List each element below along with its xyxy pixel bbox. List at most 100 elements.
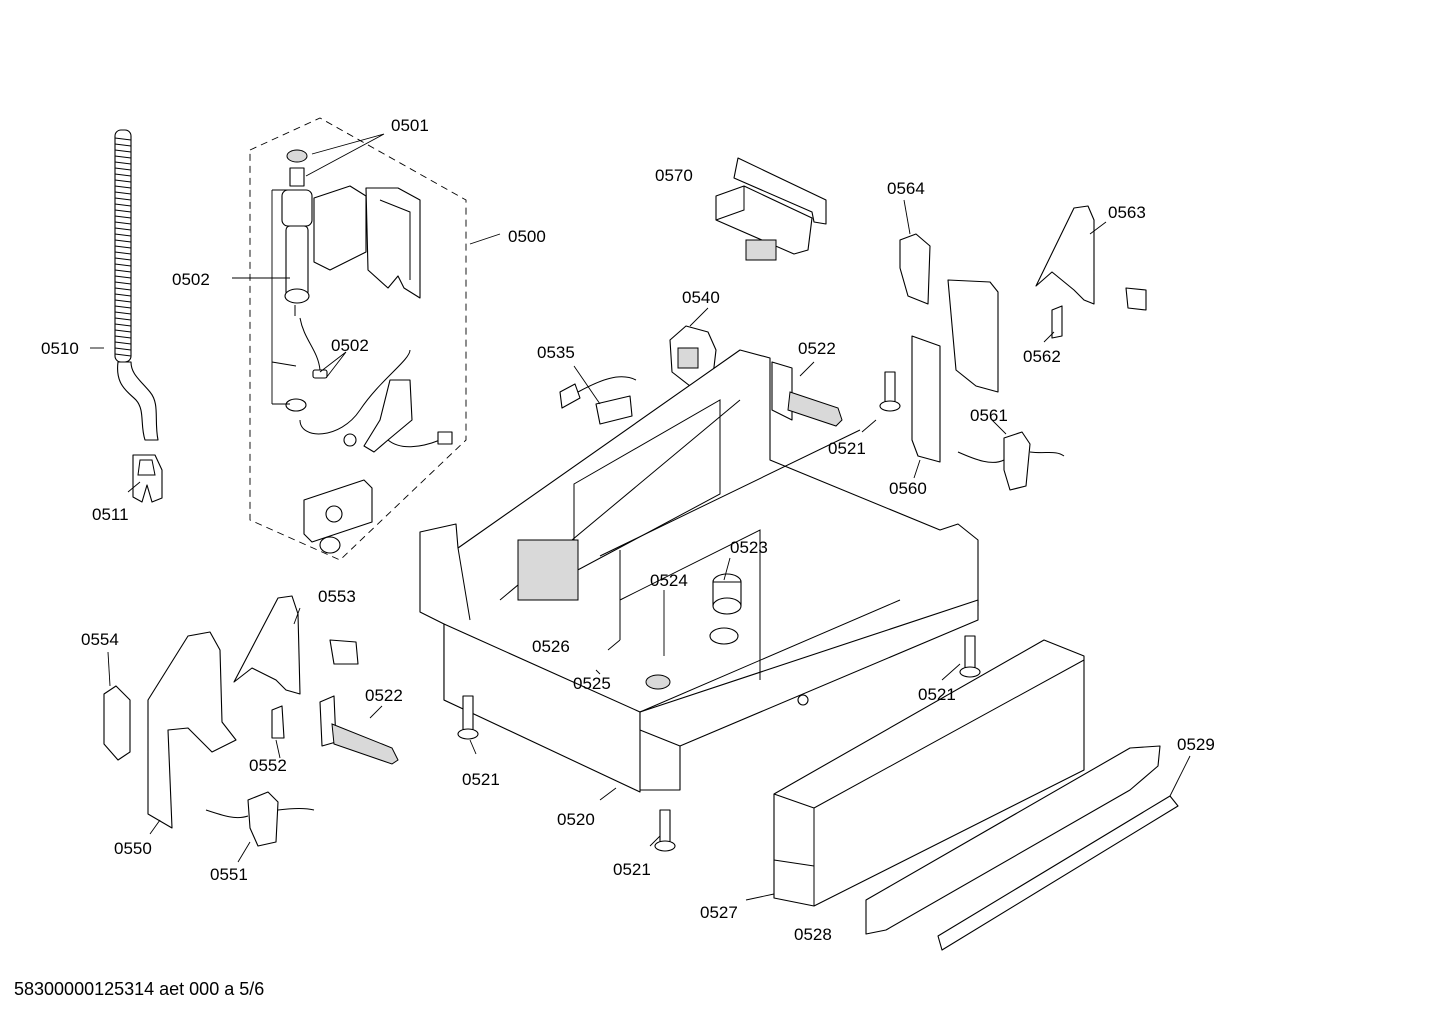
part-0564-clip bbox=[899, 233, 931, 305]
hose-ring bbox=[114, 293, 132, 297]
label-0564: 0564 bbox=[887, 179, 925, 198]
label-0552: 0552 bbox=[249, 756, 287, 775]
label-0527: 0527 bbox=[700, 903, 738, 922]
part-0520-base bbox=[419, 349, 979, 793]
label-0553: 0553 bbox=[318, 587, 356, 606]
hose-ring bbox=[114, 221, 132, 225]
label-0529: 0529 bbox=[1177, 735, 1215, 754]
label-0500: 0500 bbox=[508, 227, 546, 246]
hose-ring bbox=[114, 167, 132, 171]
part-0553-bracket bbox=[233, 595, 359, 695]
assembly-0500-boundary bbox=[249, 117, 467, 561]
part-0561-sensor bbox=[957, 431, 1065, 491]
hose-ring bbox=[114, 251, 132, 255]
hose-ring bbox=[114, 275, 132, 279]
label-0521-right: 0521 bbox=[918, 685, 956, 704]
hose-ring bbox=[114, 341, 132, 345]
hose-ring bbox=[114, 299, 132, 303]
part-0554-cover bbox=[103, 685, 131, 761]
hose-ring bbox=[114, 209, 132, 213]
part-0522-spring-left bbox=[319, 695, 399, 765]
label-0528: 0528 bbox=[794, 925, 832, 944]
part-0527-panel bbox=[773, 639, 1085, 907]
label-0551: 0551 bbox=[210, 865, 248, 884]
label-0524: 0524 bbox=[650, 571, 688, 590]
part-0501-valve bbox=[281, 149, 313, 316]
hose-ring bbox=[114, 137, 132, 141]
label-0562: 0562 bbox=[1023, 347, 1061, 366]
part-0511-clip bbox=[132, 454, 163, 503]
hose-ring bbox=[114, 179, 132, 183]
label-0502: 0502 bbox=[172, 270, 210, 289]
part-0540-pump bbox=[669, 325, 717, 387]
part-0502-wires bbox=[285, 317, 411, 435]
hose-ring bbox=[114, 311, 132, 315]
leader-lines bbox=[90, 133, 1191, 901]
label-0560: 0560 bbox=[889, 479, 927, 498]
part-0550-bracket bbox=[147, 631, 237, 829]
hose-ring bbox=[114, 143, 132, 147]
hose-ring bbox=[114, 305, 132, 309]
hose-ring bbox=[114, 329, 132, 333]
hose-ring bbox=[114, 281, 132, 285]
part-0535-sensor bbox=[559, 376, 637, 425]
part-0522-spring-right bbox=[771, 361, 843, 427]
hose-ring bbox=[114, 197, 132, 201]
label-0521-bottom: 0521 bbox=[613, 860, 651, 879]
part-0521-feet bbox=[457, 371, 981, 852]
part-0500-housing bbox=[313, 185, 421, 299]
label-0522-right: 0522 bbox=[798, 339, 836, 358]
part-0570-module bbox=[715, 157, 827, 261]
hose-ring bbox=[114, 185, 132, 189]
drawing-code: 58300000125314 aet 000 a 5/6 bbox=[14, 979, 265, 999]
part-0563-bracket bbox=[1035, 205, 1147, 311]
hose-ring bbox=[114, 263, 132, 267]
hose-ring bbox=[114, 215, 132, 219]
hose-ring bbox=[114, 353, 132, 357]
part-0500-bracket bbox=[303, 479, 373, 554]
hose-ring bbox=[114, 257, 132, 261]
hose-ring bbox=[114, 245, 132, 249]
hose-ring bbox=[114, 269, 132, 273]
part-0562-clip bbox=[1051, 305, 1063, 339]
label-0554: 0554 bbox=[81, 630, 119, 649]
label-0540: 0540 bbox=[682, 288, 720, 307]
part-0528-panel bbox=[865, 745, 1161, 935]
hose-ring bbox=[114, 227, 132, 231]
part-0529-strip bbox=[937, 795, 1179, 951]
hose-ring bbox=[114, 173, 132, 177]
label-0511: 0511 bbox=[92, 505, 129, 524]
hose-ring bbox=[114, 317, 132, 321]
hose-ring bbox=[114, 149, 132, 153]
hose-ring bbox=[114, 191, 132, 195]
label-0521-left: 0521 bbox=[462, 770, 500, 789]
label-0501: 0501 bbox=[391, 116, 429, 135]
label-0525: 0525 bbox=[573, 674, 611, 693]
label-0502-wires: 0502 bbox=[331, 336, 369, 355]
part-0510-hose bbox=[114, 129, 159, 441]
label-0526: 0526 bbox=[532, 637, 570, 656]
label-0550: 0550 bbox=[114, 839, 152, 858]
part-0500-hose-small bbox=[343, 379, 453, 453]
label-0561: 0561 bbox=[970, 406, 1008, 425]
hose-ring bbox=[114, 347, 132, 351]
label-0535: 0535 bbox=[537, 343, 575, 362]
hose-ring bbox=[114, 233, 132, 237]
part-labels: 0501 0500 0502 0502 0510 0511 0570 0564 … bbox=[41, 116, 1215, 944]
label-0570: 0570 bbox=[655, 166, 693, 185]
label-0522-left: 0522 bbox=[365, 686, 403, 705]
hose-ring bbox=[114, 323, 132, 327]
label-0520: 0520 bbox=[557, 810, 595, 829]
label-0521-top: 0521 bbox=[828, 439, 866, 458]
hose-ring bbox=[114, 161, 132, 165]
hose-ring bbox=[114, 239, 132, 243]
part-0560-bracket bbox=[911, 279, 999, 463]
hose-ring bbox=[114, 155, 132, 159]
label-0510: 0510 bbox=[41, 339, 79, 358]
hose-ring bbox=[114, 335, 132, 339]
label-0523: 0523 bbox=[730, 538, 768, 557]
part-0552-clip bbox=[271, 705, 285, 739]
hose-ring bbox=[114, 287, 132, 291]
part-0551-sensor bbox=[205, 791, 315, 847]
